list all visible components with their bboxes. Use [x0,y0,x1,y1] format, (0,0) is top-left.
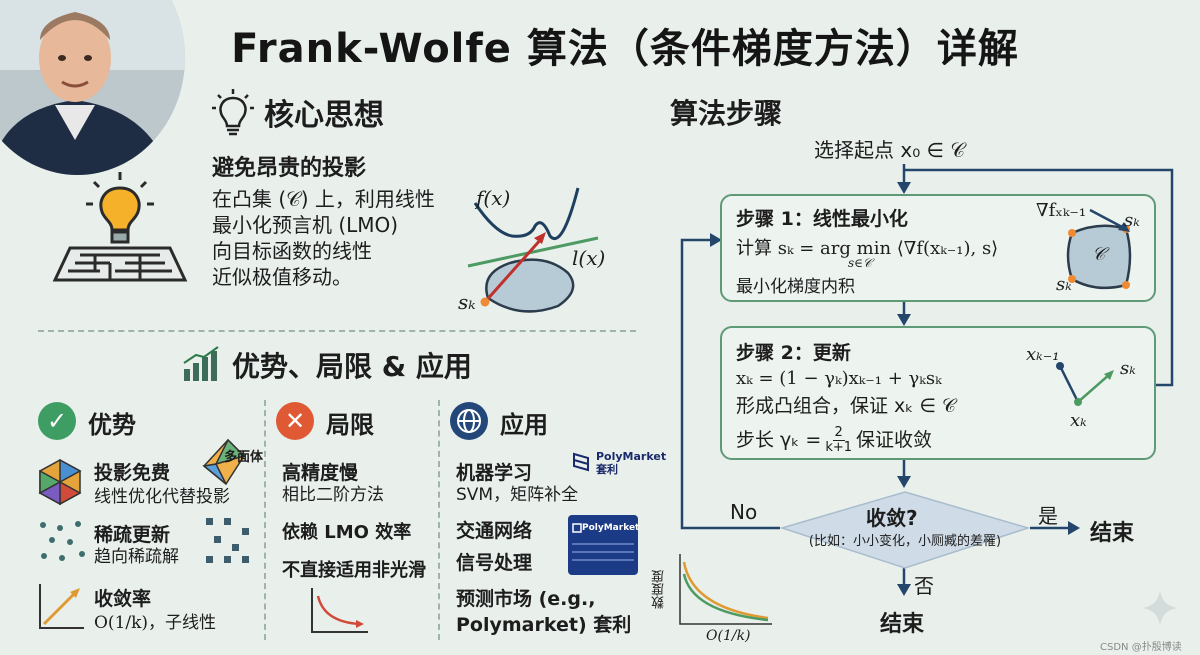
column-divider [438,400,440,640]
limits-heading: 局限 [326,411,374,439]
lx-label: l(x) [572,246,606,270]
polymarket-card: PolyMarket [568,515,640,575]
polyhedron-icon [36,458,84,510]
app-item-title: 交通网络 [456,520,533,542]
check-icon: ✓ [38,402,76,440]
polymarket-label: PolyMarket [596,450,667,463]
polymarket-logo: PolyMarket 套利 [572,450,666,482]
step1-compute: 计算 sₖ = arg min ⟨∇f(xₖ₋₁), s⟩ [736,238,999,259]
limit-item-title: 不直接适用非光滑 [282,560,426,581]
adv-item-desc: 线性优化代替投影 [94,487,230,507]
step2-line2: 形成凸组合，保证 xₖ ∈ 𝒞 [736,395,956,417]
step1-title: 步骤 1：线性最小化 [736,208,908,230]
adv-item-title: 收敛率 [94,588,152,610]
gradient-arrow [1086,206,1136,240]
globe-icon [450,402,488,440]
core-heading: 核心思想 [264,98,384,133]
start-node: 选择起点 x₀ ∈ 𝒞 [814,138,965,162]
xkm1-label: xₖ₋₁ [1026,344,1060,365]
step1-subscript: s∈𝒞 [848,256,872,270]
step1-note: 最小化梯度内积 [736,277,855,297]
mini-chart-xlabel: O(1/k) [706,628,751,644]
core-line: 最小化预言机 (LMO) [212,213,399,237]
linear-approx-diagram [450,178,630,322]
app-item-title: 预测市场 (e.g., [456,588,596,610]
polytope-label: 多面体 [224,450,264,465]
step2-line3-a: 步长 γₖ = [736,429,822,451]
step2-equation: xₖ = (1 − γₖ)xₖ₋₁ + γₖsₖ [736,368,942,389]
set-c-label: 𝒞 [1092,244,1106,265]
sparse-dots-icon [38,520,88,568]
polymarket-mark-icon [573,452,589,472]
app-item-title: 信号处理 [456,552,533,574]
limit-item-desc: 相比二阶方法 [282,485,384,505]
close-icon: ✕ [276,402,314,440]
core-line: 近似极值移动。 [212,265,352,289]
decay-curve-icon [308,586,372,640]
polymarket-sub: 套利 [596,463,618,476]
no-label: No [730,500,758,524]
adv-item-title: 投影免费 [94,462,171,484]
polymarket-card-label: PolyMarket [582,523,640,533]
card-line [572,543,634,545]
adv-section-heading: 优势、局限 & 应用 [232,350,472,383]
polymarket-card-icon [572,523,582,533]
fx-label: f(x) [476,186,511,210]
step1-sk2-label: sₖ [1056,274,1072,295]
sparkle-icon [1140,588,1180,632]
steps-heading: 算法步骤 [670,97,783,130]
card-line [572,559,634,561]
step2-box [720,326,1156,460]
decision-sub: (比如：小小变化，小厕臧的差罹) [808,534,1002,549]
xk-label: xₖ [1070,410,1087,431]
step2-title: 步骤 2：更新 [736,342,851,364]
sparse-grid-icon [204,516,252,570]
app-item-title: 机器学习 [456,462,533,484]
core-subheading: 避免昂贵的投影 [212,156,367,181]
page-title: Frank-Wolfe 算法（条件梯度方法）详解 [231,26,1019,72]
step-fraction: 2 k+1 [825,426,852,455]
grad-label: ∇fₓₖ₋₁ [1036,200,1087,221]
no2-label: 否 [914,574,934,598]
end-right: 结束 [1090,521,1135,546]
step2-sk-label: sₖ [1120,358,1136,379]
step1-sk-label: sₖ [1124,210,1140,231]
apps-heading: 应用 [500,411,548,439]
column-divider [264,400,266,640]
core-line: 在凸集 (𝒞) 上，利用线性 [212,187,435,211]
update-vector-diagram [1050,360,1120,420]
fraction-numerator: 2 [832,425,845,441]
yes-label: 是 [1038,504,1058,528]
core-description: 在凸集 (𝒞) 上，利用线性 最小化预言机 (LMO) 向目标函数的线性 近似极… [212,186,435,290]
card-line [572,551,634,553]
watermark: CSDN @扑殷博读 [1100,642,1182,653]
avatar [0,0,185,175]
convergence-mini-chart [672,552,776,636]
core-line: 向目标函数的线性 [212,239,372,263]
step2-line3: 步长 γₖ = 2 k+1 保证收敛 [736,426,932,455]
adv-item-desc: 趋向稀疏解 [94,547,179,567]
end-bottom: 结束 [880,612,925,637]
convergence-axis-icon [36,582,86,636]
lightbulb-maze-icon [50,170,190,289]
decision-title: 收敛? [866,506,918,530]
app-item-desc: Polymarket) 套利 [456,614,632,636]
sk-label: sₖ [458,290,476,314]
limit-item-title: 依赖 LMO 效率 [282,522,412,543]
step2-line3-b: 保证收敛 [856,429,933,451]
app-item-desc: SVM，矩阵补全 [456,485,579,505]
bar-chart-icon [182,345,222,387]
section-divider [38,330,636,332]
fraction-denominator: k+1 [825,440,853,455]
adv-item-title: 稀疏更新 [94,524,171,546]
polytope-icon [198,436,268,492]
bulb-outline-icon [212,88,254,140]
convergence-decision [779,490,1031,574]
adv-item-desc: O(1/k)，子线性 [94,613,217,633]
limit-item-title: 高精度慢 [282,462,359,484]
advantages-heading: 优势 [88,411,136,439]
